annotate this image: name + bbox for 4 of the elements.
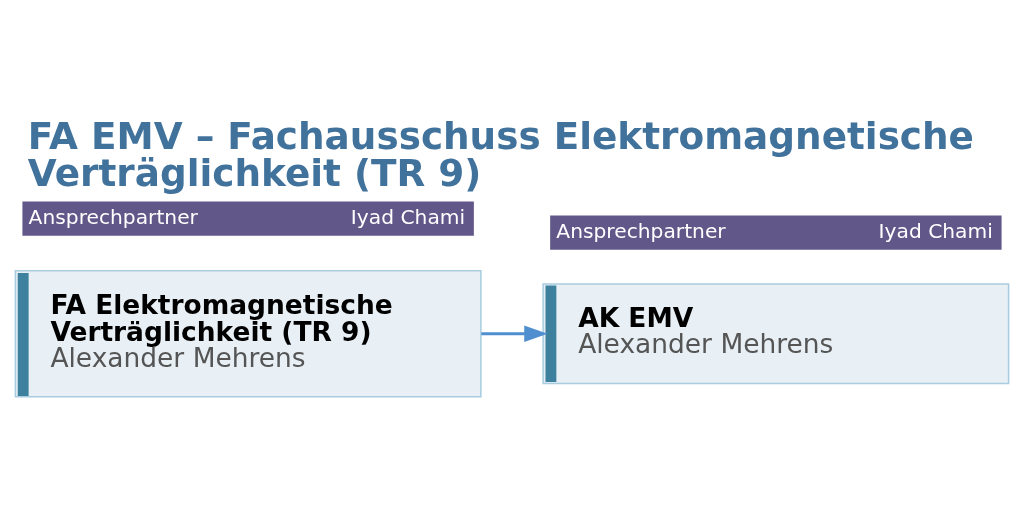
node-box: Ansprechpartner Iyad Chami bbox=[22, 201, 474, 236]
arrow bbox=[481, 325, 548, 342]
node-box: Ansprechpartner Iyad Chami bbox=[550, 215, 1002, 250]
diagram-title: FA EMV – Fachausschuss Elektromagnetische Verträglichkeit (TR 9) bbox=[27, 113, 974, 196]
